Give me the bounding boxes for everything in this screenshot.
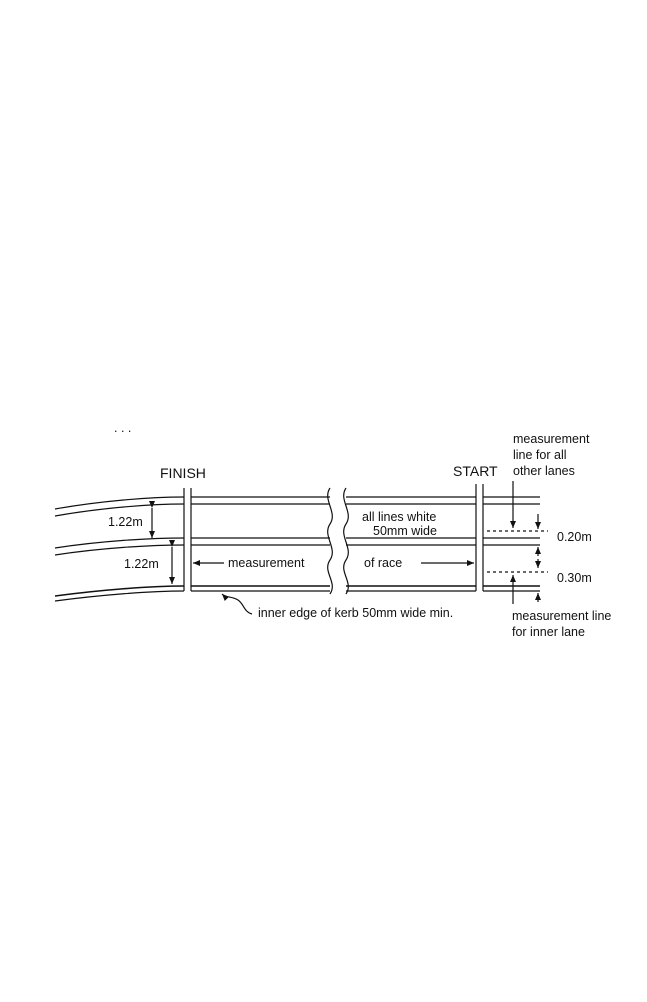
all-lines-white-label-2: 50mm wide [373, 524, 437, 538]
measurement-label: measurement [228, 556, 305, 570]
decorative-dots: . . . [114, 421, 131, 435]
measurement-line-all-label-3: other lanes [513, 464, 575, 478]
offset-0-30-label: 0.30m [557, 571, 592, 585]
break-lines [327, 487, 349, 595]
finish-lane-lines [54, 496, 185, 602]
lane-width-dimension-2: 1.22m [124, 540, 175, 584]
offset-0-20-dimension: 0.20m [535, 514, 592, 554]
start-line [475, 484, 484, 591]
middle-lane-lines-right [346, 496, 476, 592]
start-lane-lines [483, 496, 540, 592]
lane-width-dimension-1: 1.22m [108, 501, 155, 538]
measurement-line-all-label-2: line for all [513, 448, 567, 462]
offset-0-30-dimension: 0.30m [535, 553, 592, 602]
kerb-pointer [221, 593, 253, 615]
middle-lane-lines-left [191, 496, 330, 592]
of-race-label: of race [364, 556, 402, 570]
kerb-note-label: inner edge of kerb 50mm wide min. [258, 606, 453, 620]
measurement-line-inner-label-1: measurement line [512, 609, 611, 623]
all-lines-white-label-1: all lines white [362, 510, 436, 524]
measurement-line-inner-label-2: for inner lane [512, 625, 585, 639]
lane-width-label-2: 1.22m [124, 557, 159, 571]
offset-0-20-label: 0.20m [557, 530, 592, 544]
finish-line [183, 488, 192, 591]
measurement-line-all-label-1: measurement [513, 432, 590, 446]
start-label: START [453, 463, 498, 479]
lane-width-label-1: 1.22m [108, 515, 143, 529]
finish-label: FINISH [160, 465, 206, 481]
